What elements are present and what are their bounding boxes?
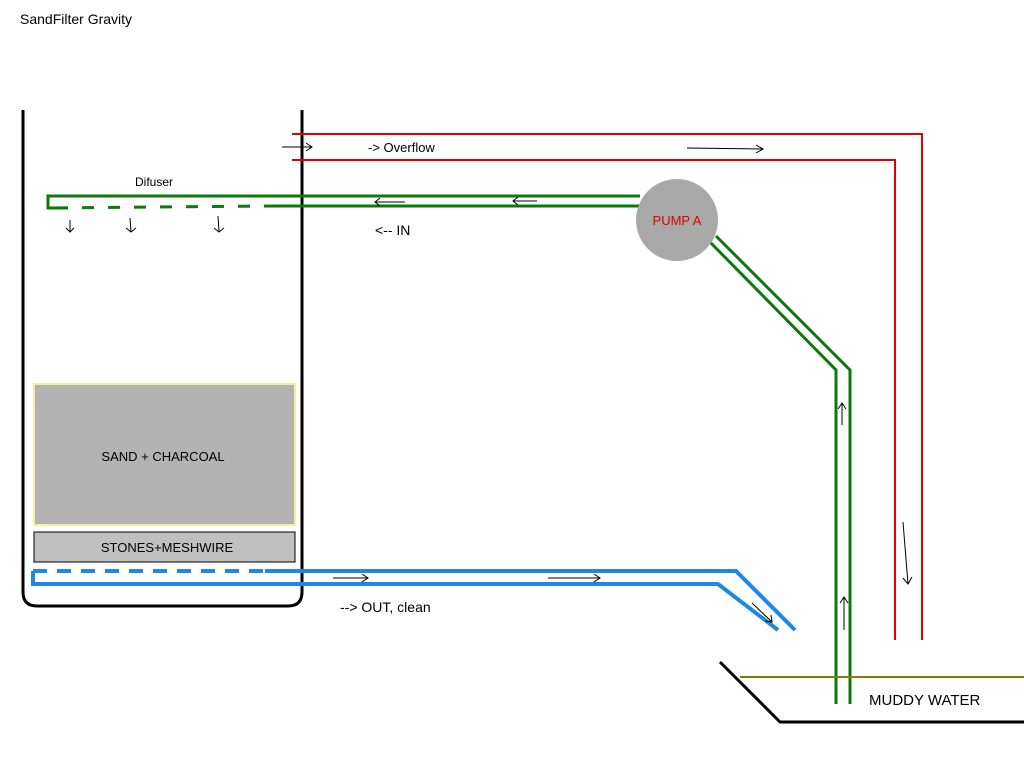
overflow-label: -> Overflow: [368, 140, 435, 155]
sand-charcoal-layer: [33, 383, 296, 526]
stones-label: STONES+MESHWIRE: [101, 540, 234, 555]
inlet-pipe: [265, 194, 852, 704]
tank-outline: [21, 110, 304, 608]
reservoir-outline: [718, 660, 1024, 724]
sand-label: SAND + CHARCOAL: [101, 449, 224, 464]
outlet-pipe: [31, 569, 797, 632]
overflow-pipe: [292, 133, 923, 640]
inlet-label: <-- IN: [375, 222, 410, 238]
outlet-label: --> OUT, clean: [340, 599, 431, 615]
outlet-flow-arrow: [333, 573, 773, 623]
stones-meshwire-layer: [33, 531, 296, 563]
overflow-flow-arrow: [282, 142, 913, 585]
pump-label: PUMP A: [653, 213, 702, 228]
diffuser-drip-arrows: [65, 215, 225, 233]
diffuser-holes: [67, 204, 276, 210]
inlet-flow-arrow: [374, 196, 849, 630]
diagram-title: SandFilter Gravity: [20, 11, 132, 27]
pump: [636, 179, 718, 261]
muddy-water-label: MUDDY WATER: [869, 692, 981, 709]
diffuser-label: Difuser: [135, 175, 173, 189]
diffuser-pipe: [46, 194, 276, 210]
